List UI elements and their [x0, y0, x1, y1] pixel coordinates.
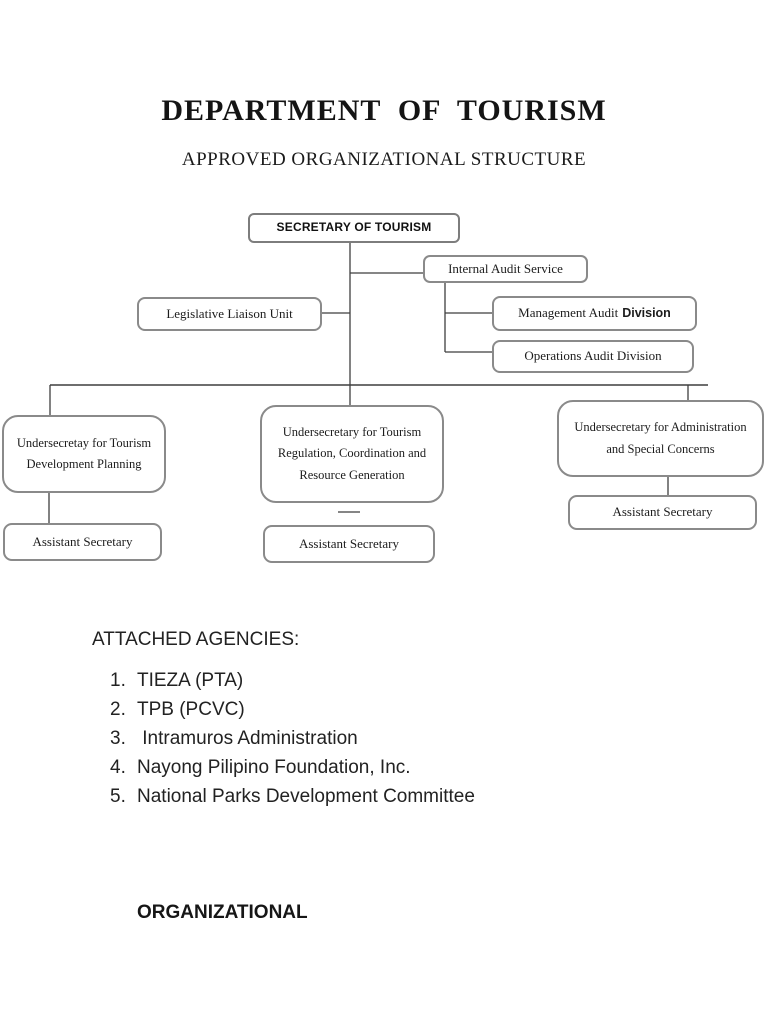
list-item-number: 3. [110, 727, 126, 749]
box-undersecretary-regulation: Undersecretary for Tourism Regulation, C… [260, 405, 444, 503]
box-undersecretary-administration: Undersecretary for Administration and Sp… [557, 400, 764, 477]
usec1-line-2: Development Planning [26, 457, 142, 471]
box-legislative-liaison-unit: Legislative Liaison Unit [137, 297, 322, 331]
box-internal-audit-service: Internal Audit Service [423, 255, 588, 283]
usec2-line-3: Resource Generation [299, 467, 405, 482]
usec3-line-1: Undersecretary for Administration [574, 420, 747, 435]
box-management-audit-label: Management Audit [518, 305, 619, 321]
box-undersecretary-tourism-development: Undersecretay for Tourism Development Pl… [2, 415, 166, 493]
list-item-label: Nayong Pilipino Foundation, Inc. [137, 756, 411, 778]
box-secretary-label: SECRETARY OF TOURISM [276, 220, 432, 235]
list-item: 2. TPB (PCVC) [110, 695, 475, 724]
list-item-label: National Parks Development Committee [137, 785, 475, 807]
list-item-label: TIEZA (PTA) [137, 669, 244, 691]
usec2-line-2: Regulation, Coordination and [277, 446, 427, 461]
box-assistant-secretary-middle: Assistant Secretary [263, 525, 435, 563]
box-management-audit-division: Management Audit Division [492, 296, 697, 331]
list-item: 1. TIEZA (PTA) [110, 666, 475, 695]
usec2-line-1: Undersecretary for Tourism [282, 425, 422, 440]
list-item-label: Intramuros Administration [137, 727, 358, 749]
box-assistant-secretary-right: Assistant Secretary [568, 495, 757, 530]
attached-agencies-list: 1. TIEZA (PTA) 2. TPB (PCVC) 3. Intramur… [110, 666, 475, 811]
list-item-number: 4. [110, 756, 126, 778]
page-subtitle: APPROVED ORGANIZATIONAL STRUCTURE [181, 149, 587, 170]
box-internal-audit-label: Internal Audit Service [448, 260, 563, 276]
box-assistant-secretary-right-label: Assistant Secretary [612, 504, 713, 520]
box-secretary-of-tourism: SECRETARY OF TOURISM [248, 213, 460, 243]
box-operations-audit-division: Operations Audit Division [492, 340, 694, 373]
box-operations-audit-label: Operations Audit Division [524, 348, 662, 364]
list-item-number: 2. [110, 698, 126, 720]
box-assistant-secretary-middle-label: Assistant Secretary [298, 535, 399, 551]
box-assistant-secretary-left: Assistant Secretary [3, 523, 162, 561]
box-legislative-liaison-label: Legislative Liaison Unit [166, 305, 293, 321]
box-undersecretary-tourism-development-label: Undersecretay for Tourism Development Pl… [17, 433, 151, 476]
list-item: 3. Intramuros Administration [110, 724, 475, 753]
box-undersecretary-regulation-label: Undersecretary for Tourism Regulation, C… [278, 422, 426, 486]
list-item-number: 1. [110, 669, 126, 691]
box-undersecretary-administration-label: Undersecretary for Administration and Sp… [574, 417, 746, 460]
usec1-line-1: Undersecretay for Tourism [16, 435, 152, 450]
list-item-label: TPB (PCVC) [137, 698, 245, 720]
list-item-number: 5. [110, 785, 126, 807]
box-management-audit-label-bold: Division [622, 306, 671, 321]
usec3-line-2: and Special Concerns [606, 441, 715, 456]
list-item: 4. Nayong Pilipino Foundation, Inc. [110, 753, 475, 782]
box-assistant-secretary-left-label: Assistant Secretary [32, 533, 133, 549]
list-item: 5. National Parks Development Committee [110, 782, 475, 811]
page-title: DEPARTMENT OF TOURISM [161, 94, 607, 127]
attached-agencies-heading: ATTACHED AGENCIES: [92, 629, 300, 650]
footer-organizational-text: ORGANIZATIONAL [137, 902, 308, 923]
